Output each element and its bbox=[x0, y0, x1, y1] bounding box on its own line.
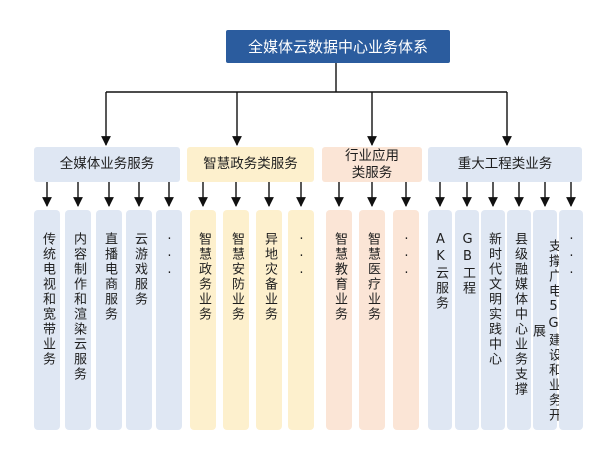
category-label: 智慧政务类服务 bbox=[203, 156, 298, 172]
leaf-traditional-tv: 传统电视和宽带业务 bbox=[34, 210, 60, 430]
leaf-label: 支撑广电5G建设和业务开展 bbox=[530, 239, 561, 423]
category-label: 全媒体业务服务 bbox=[59, 156, 155, 172]
leaf-content-rendering: 内容制作和渲染云服务 bbox=[65, 210, 91, 430]
leaf-5g-support: 支撑广电5G建设和业务开展 bbox=[530, 210, 561, 430]
leaf-county-media: 县级融媒体中心业务支撑 bbox=[507, 210, 531, 430]
leaf-label: 内容制作和渲染云服务 bbox=[71, 232, 86, 382]
leaf-label: 直播电商服务 bbox=[102, 232, 117, 322]
leaf-label: 智慧医疗业务 bbox=[365, 232, 380, 322]
leaf-label: 智慧教育业务 bbox=[332, 232, 347, 322]
category-label: 行业应用类服务 bbox=[345, 147, 399, 181]
leaf-label: ··· bbox=[162, 232, 177, 283]
category-label: 重大工程类业务 bbox=[457, 156, 553, 172]
leaf-cloud-gaming: 云游戏服务 bbox=[126, 210, 152, 430]
leaf-live-ecommerce: 直播电商服务 bbox=[96, 210, 122, 430]
leaf-gb-project: GB工程 bbox=[455, 210, 479, 430]
leaf-more: ··· bbox=[559, 210, 583, 430]
leaf-label: AK云服务 bbox=[433, 232, 448, 311]
leaf-ak-cloud: AK云服务 bbox=[428, 210, 452, 430]
leaf-more: ··· bbox=[156, 210, 182, 430]
root-title: 全媒体云数据中心业务体系 bbox=[247, 38, 428, 56]
root-node: 全媒体云数据中心业务体系 bbox=[226, 30, 450, 63]
leaf-smart-gov: 智慧政务业务 bbox=[190, 210, 216, 430]
leaf-label: 异地灾备业务 bbox=[262, 232, 277, 322]
leaf-more: ··· bbox=[393, 210, 419, 430]
leaf-disaster-backup: 异地灾备业务 bbox=[256, 210, 282, 430]
category-industry-services: 行业应用类服务 bbox=[322, 147, 422, 182]
leaf-smart-education: 智慧教育业务 bbox=[326, 210, 352, 430]
leaf-label: 智慧安防业务 bbox=[229, 232, 244, 322]
leaf-label: 智慧政务业务 bbox=[196, 232, 211, 322]
category-gov-services: 智慧政务类服务 bbox=[187, 147, 314, 182]
category-major-projects: 重大工程类业务 bbox=[428, 147, 582, 182]
leaf-label: 县级融媒体中心业务支撑 bbox=[512, 232, 527, 397]
leaf-label: ··· bbox=[564, 232, 579, 283]
leaf-more: ··· bbox=[288, 210, 314, 430]
leaf-label: ··· bbox=[294, 232, 309, 283]
leaf-smart-medical: 智慧医疗业务 bbox=[359, 210, 385, 430]
leaf-label: 新时代文明实践中心 bbox=[486, 232, 501, 367]
leaf-label: ··· bbox=[399, 232, 414, 283]
category-media-services: 全媒体业务服务 bbox=[34, 147, 180, 182]
leaf-smart-security: 智慧安防业务 bbox=[223, 210, 249, 430]
leaf-civilization-center: 新时代文明实践中心 bbox=[481, 210, 505, 430]
leaf-label: 云游戏服务 bbox=[132, 232, 147, 307]
leaf-label: GB工程 bbox=[460, 232, 475, 296]
leaf-label: 传统电视和宽带业务 bbox=[40, 232, 55, 367]
